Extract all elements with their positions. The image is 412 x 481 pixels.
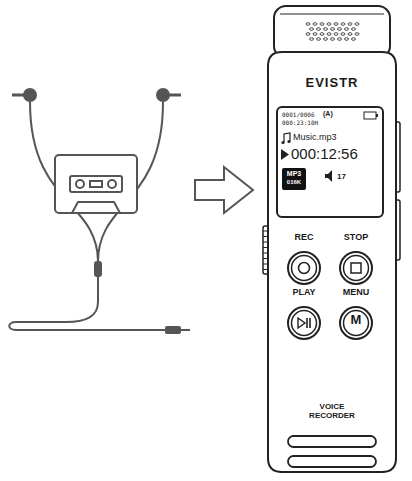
knurl-line bbox=[263, 242, 267, 243]
grille-hole bbox=[320, 33, 324, 36]
knurl-line bbox=[263, 264, 267, 265]
button-ring bbox=[288, 307, 320, 339]
knurl-line bbox=[263, 236, 267, 237]
grille-hole bbox=[341, 23, 345, 26]
grille-hole bbox=[324, 28, 328, 31]
grille-hole bbox=[345, 28, 349, 31]
stop-symbol bbox=[351, 263, 361, 273]
node-label: MENU bbox=[338, 287, 374, 297]
splitter bbox=[95, 262, 101, 276]
mic-cap bbox=[274, 6, 390, 58]
speaker-slot bbox=[288, 456, 376, 467]
node-text: 016K bbox=[282, 179, 306, 186]
grille-hole bbox=[341, 33, 345, 36]
button-ring bbox=[288, 252, 320, 284]
pause-symbol bbox=[307, 318, 310, 328]
cap-ridge bbox=[280, 13, 384, 14]
record-symbol bbox=[299, 263, 310, 274]
rec-button: REC bbox=[286, 232, 322, 286]
earphones bbox=[9, 88, 190, 333]
node-label: PLAY bbox=[286, 287, 322, 297]
grille-hole bbox=[345, 38, 349, 41]
grille-hole bbox=[317, 38, 321, 41]
note-head bbox=[287, 140, 290, 143]
speaker-slot bbox=[288, 436, 376, 447]
battery-icon bbox=[364, 112, 376, 119]
grille-hole bbox=[334, 23, 338, 26]
direction-arrow bbox=[195, 167, 253, 213]
grille-hole bbox=[310, 38, 314, 41]
knurl-line bbox=[263, 247, 267, 248]
body-outline bbox=[268, 52, 396, 472]
grille-hole bbox=[306, 23, 310, 26]
cassette-base bbox=[72, 202, 120, 213]
reel bbox=[108, 180, 116, 188]
node-text: (A) bbox=[323, 110, 339, 118]
grille-hole bbox=[327, 23, 331, 26]
play-indicator bbox=[281, 149, 289, 160]
grille-hole bbox=[348, 33, 352, 36]
right-bud bbox=[156, 88, 170, 102]
left-stem bbox=[12, 94, 24, 97]
knurl-line bbox=[263, 253, 267, 254]
grille-hole bbox=[313, 33, 317, 36]
format-badge: MP3016K bbox=[282, 168, 306, 190]
grille-hole bbox=[352, 38, 356, 41]
menu-button: MENU M bbox=[338, 287, 374, 341]
grille-hole bbox=[338, 38, 342, 41]
node-label: MP3 bbox=[282, 170, 306, 178]
button-face bbox=[292, 256, 317, 281]
node-text: Music.mp3 bbox=[293, 132, 353, 142]
grille-hole bbox=[327, 33, 331, 36]
node-label: REC bbox=[286, 232, 322, 242]
knurl-line bbox=[263, 231, 267, 232]
cassette-window bbox=[70, 176, 122, 192]
left-bud bbox=[23, 88, 37, 102]
volume-icon bbox=[325, 170, 332, 182]
grille-hole bbox=[313, 23, 317, 26]
node-text: 000:12:56 bbox=[291, 145, 381, 162]
battery-tip bbox=[376, 114, 378, 117]
grille-hole bbox=[334, 33, 338, 36]
cassette-icon bbox=[55, 155, 137, 213]
right-stem bbox=[169, 94, 181, 97]
node-label: 0001/0006 bbox=[282, 112, 322, 119]
play-symbol bbox=[298, 318, 305, 328]
grille-hole bbox=[338, 28, 342, 31]
knurl-line bbox=[263, 269, 267, 270]
grille-hole bbox=[317, 28, 321, 31]
grille-hole bbox=[306, 33, 310, 36]
grille-hole bbox=[320, 23, 324, 26]
grille-hole bbox=[324, 38, 328, 41]
button-face bbox=[292, 311, 317, 336]
grille-hole bbox=[355, 33, 359, 36]
tape bbox=[90, 181, 102, 187]
node-text: 000:23:10H bbox=[282, 120, 326, 127]
plug-tip bbox=[180, 329, 190, 331]
node-label: EVISTR bbox=[266, 76, 398, 91]
stop-button: STOP bbox=[338, 232, 374, 286]
grille-hole bbox=[352, 28, 356, 31]
knurl-line bbox=[263, 258, 267, 259]
reel bbox=[76, 180, 84, 188]
button-ring bbox=[340, 252, 372, 284]
cable bbox=[9, 276, 166, 330]
plug bbox=[166, 327, 180, 333]
grille-hole bbox=[310, 28, 314, 31]
grille-hole bbox=[348, 23, 352, 26]
recorder-body: EVISTR VOICE RECORDER 0001/0006(A) 000:23:1… bbox=[266, 4, 398, 476]
grille-hole bbox=[355, 23, 359, 26]
node-text: 17 bbox=[337, 172, 357, 181]
play-button: PLAY bbox=[286, 287, 322, 341]
node-text: M bbox=[338, 313, 374, 328]
note-head bbox=[281, 141, 284, 144]
button-face bbox=[344, 256, 369, 281]
node-label: STOP bbox=[338, 232, 374, 242]
cassette-body bbox=[55, 155, 137, 213]
grille-hole bbox=[331, 38, 335, 41]
display-screen: 0001/0006(A) 000:23:10H Music.mp3 000:12:56… bbox=[276, 106, 384, 218]
node-text: VOICE RECORDER bbox=[296, 402, 368, 420]
grille-hole bbox=[331, 28, 335, 31]
